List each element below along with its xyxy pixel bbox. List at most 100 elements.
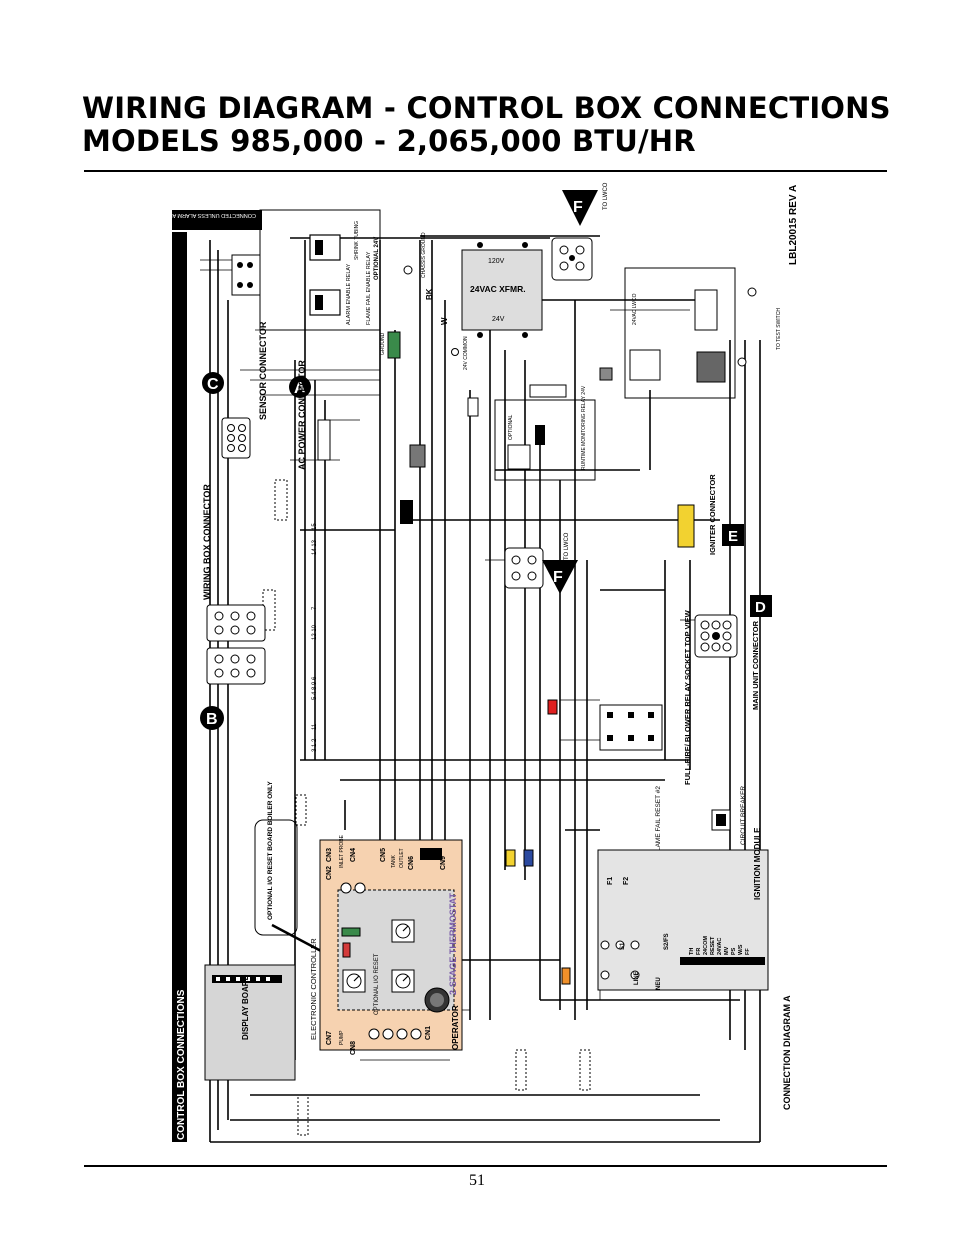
- terminal-line: LINE: [634, 971, 640, 985]
- transformer: [461, 249, 543, 331]
- svg-text:W/S: W/S: [738, 944, 744, 955]
- lwco-sensor: [599, 367, 613, 381]
- shrink-tubing-label: SHRINK TUBING: [354, 221, 360, 260]
- runtime-terminal-strip: [529, 384, 567, 398]
- fan-relay-pins: [607, 712, 654, 741]
- badge-f-top: [562, 190, 598, 226]
- svg-text:TH: TH: [689, 948, 695, 955]
- svg-text:PS: PS: [731, 947, 737, 955]
- svg-text:7: 7: [312, 606, 318, 610]
- ignition-module-label: IGNITION MODULE: [753, 827, 762, 900]
- side-banner: [172, 232, 187, 1142]
- top-divider: [84, 170, 887, 172]
- controller-connector-labels: CN1 CN2 CN3 CN4 CN5 CN6 CN7 CN8 CN9: [326, 848, 447, 1055]
- runtime-relay-coil: [535, 425, 545, 445]
- transformer-primary: 120V: [488, 258, 505, 265]
- runtime-relay-body: [507, 444, 531, 470]
- main-unit-pins: [700, 620, 732, 652]
- label-id: LBL20015 REV A: [788, 185, 799, 265]
- svg-text:CN4: CN4: [350, 848, 357, 862]
- badge-c-letter: C: [207, 376, 219, 393]
- optional-reset-label: OPTIONAL I/O RESET: [374, 953, 380, 1015]
- thermostat-label: 2-STAGE THERMOSTAT: [448, 893, 458, 995]
- lwco-module: [624, 267, 736, 399]
- lwco-plug-middle: [504, 547, 544, 589]
- sensor-connector-pins: [227, 424, 246, 452]
- svg-text:PUMP: PUMP: [339, 1030, 345, 1045]
- display-board-label: DISPLAY BOARD: [241, 974, 250, 1040]
- controller-port-labels: INLET PROBE PUMP TANK OUTLET: [339, 834, 405, 1045]
- ac-fuse-block: [409, 444, 426, 468]
- badge-f-middle: [542, 560, 578, 594]
- lwco-probe-block: [696, 351, 726, 383]
- chassis-ground-icon: [403, 265, 413, 275]
- bottom-divider: [84, 1165, 887, 1167]
- cn9-header: [420, 848, 442, 860]
- ignition-input-strip: [680, 957, 765, 965]
- flame-relay-body: [309, 234, 341, 261]
- main-unit-key: [712, 632, 720, 640]
- page-number: 51: [469, 1172, 485, 1189]
- flame-relay-coil: [315, 240, 323, 255]
- badge-c: [202, 372, 224, 394]
- operator-label: OPERATOR: [451, 1005, 460, 1050]
- badge-f-middle-letter: F: [553, 569, 563, 586]
- svg-text:CN8: CN8: [350, 1041, 357, 1055]
- svg-text:CN3: CN3: [326, 848, 333, 862]
- ignition-terminals: [600, 940, 640, 980]
- svg-text:15: 15: [312, 523, 318, 530]
- lwco-ground-icon: [737, 357, 747, 367]
- terminal-neu: NEU: [656, 977, 662, 990]
- lwco-plug-top-key: [569, 255, 575, 261]
- orange-splice: [561, 967, 571, 985]
- ignition-input-labels: TH FR 24COM RESET 24VAC MV PS W/S FF: [689, 936, 751, 955]
- fuse-f2: F2: [623, 877, 630, 885]
- blue-splice: [523, 849, 534, 867]
- controller-dial-pointers: [353, 925, 409, 982]
- runtime-relay-optional: OPTIONAL: [508, 414, 514, 440]
- transformer-secondary: 24V: [492, 316, 505, 323]
- svg-text:CN2: CN2: [326, 866, 333, 880]
- lwco-module-label: 24VAC LWCO: [632, 293, 638, 325]
- svg-text:CN6: CN6: [408, 856, 415, 870]
- svg-text:11: 11: [312, 723, 318, 730]
- svg-text:14 13: 14 13: [312, 539, 318, 555]
- to-lwco-top: TO LWCO: [603, 182, 609, 210]
- controller-screw-terminals: [340, 882, 422, 1040]
- svg-text:CN1: CN1: [425, 1026, 432, 1040]
- badge-b: [200, 706, 224, 730]
- svg-text:24COM: 24COM: [703, 936, 709, 955]
- badge-a: [289, 376, 311, 398]
- svg-text:CN7: CN7: [326, 1031, 333, 1045]
- page-title: WIRING DIAGRAM - CONTROL BOX CONNECTIONS…: [82, 92, 891, 158]
- common-label: 24V COMMON: [463, 336, 469, 370]
- relay-terminal-block: [231, 254, 261, 296]
- svg-text:12 10: 12 10: [312, 624, 318, 640]
- side-banner-text: CONTROL BOX CONNECTIONS: [176, 989, 187, 1140]
- svg-text:INLET PROBE: INLET PROBE: [339, 834, 345, 868]
- display-board: [204, 964, 296, 1081]
- yellow-splice: [505, 849, 516, 867]
- alarm-connected-text: CONNECTED UNLESS ALARM ADDED: [157, 212, 256, 218]
- runtime-relay-box: [494, 399, 596, 481]
- alarm-relay-body: [309, 289, 341, 316]
- circuit-breaker-switch: [716, 814, 726, 826]
- wiring-box-connector-lower: [206, 647, 266, 685]
- test-switch-label: TO TEST SWITCH: [776, 308, 782, 350]
- ground-block: [387, 331, 401, 359]
- chassis-ground-label: CHASSIS GROUND: [421, 232, 427, 278]
- fan-relay-label: FULL-FIRE/ BLOWER RELAY SOCKET TOP VIEW: [683, 609, 692, 785]
- svg-text:RESET: RESET: [710, 936, 716, 955]
- transformer-terminals: [477, 242, 528, 338]
- svg-text:5 4 8 9 6: 5 4 8 9 6: [312, 676, 318, 700]
- runtime-contacts: [467, 397, 479, 417]
- badge-f-top-letter: F: [573, 199, 583, 216]
- operator-knob-center: [430, 993, 444, 1007]
- lwco-terminal-block: [694, 289, 718, 331]
- badge-d: [750, 595, 772, 617]
- test-switch-icon: [747, 287, 757, 297]
- igniter-connector-label: IGNITER CONNECTOR: [708, 474, 717, 555]
- flame-fail-reset-label: FLAME FAIL RESET #2: [655, 786, 662, 855]
- connection-diagram-label: CONNECTION DIAGRAM A: [782, 995, 792, 1110]
